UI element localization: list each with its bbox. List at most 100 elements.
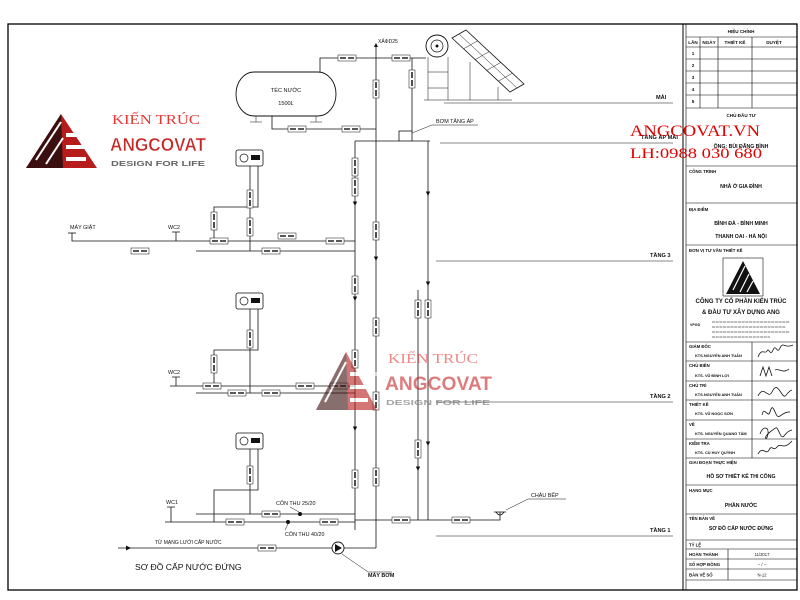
pipe-size-tag bbox=[287, 125, 307, 133]
pipe-size-tag bbox=[261, 510, 281, 518]
flow-arrows bbox=[352, 191, 431, 471]
water-heater-floor-1 bbox=[235, 432, 264, 450]
main-pump: MÁY BƠM bbox=[331, 541, 395, 579]
level-roof: MÁI bbox=[656, 94, 667, 101]
pipe-size-tag bbox=[372, 79, 380, 99]
item-label: HẠNG MỤC bbox=[689, 488, 713, 493]
revision-header: LẦN bbox=[688, 39, 698, 45]
pipe-size-tag bbox=[227, 389, 247, 397]
pipe-size-tag bbox=[351, 177, 359, 197]
pipe-size-tag bbox=[372, 317, 380, 337]
revision-header: NGÀY bbox=[702, 39, 715, 45]
watermark-slogan: DESIGN FOR LIFE bbox=[386, 400, 491, 407]
staff-name: KTS.NGUYỄN ANH TUẤN bbox=[695, 353, 742, 358]
signature bbox=[757, 344, 794, 358]
staff-role: CHỦ TRÌ bbox=[689, 383, 706, 388]
tank-capacity: 1500L bbox=[278, 101, 294, 107]
pipe-size-tag bbox=[424, 299, 432, 319]
signature bbox=[759, 365, 790, 378]
reducer-40-20-label: CÔN THU 40/20 bbox=[285, 531, 324, 538]
staff-name: KTS. VŨ NGỌC SƠN bbox=[695, 411, 733, 416]
pipe-size-tag bbox=[391, 54, 411, 62]
reducer-25-20-label: CÔN THU 25/20 bbox=[276, 500, 315, 507]
scale-label: TỶ LỆ bbox=[689, 543, 701, 548]
pipe-size-tag bbox=[351, 349, 359, 369]
staff-name: KTS.NGUYỄN ANH TUẤN bbox=[695, 392, 742, 397]
water-heater-floor-2 bbox=[235, 292, 264, 310]
wc2-floor2-label: WC2 bbox=[168, 370, 180, 376]
wc2-floor3-label: WC2 bbox=[168, 225, 180, 231]
pipe-size-tag bbox=[209, 237, 229, 245]
reducer-40-20: CÔN THU 40/20 bbox=[284, 520, 324, 538]
pipe-size-tag bbox=[408, 69, 416, 89]
pipe-size-tag bbox=[261, 389, 281, 397]
staff-name: KTS. CÙ HUY QUỲNH bbox=[695, 450, 735, 455]
flow-arrow-icon bbox=[352, 426, 358, 431]
mains-inlet-label: TỪ MẠNG LƯỚI CẤP NƯỚC bbox=[155, 539, 222, 546]
staff-role: GIÁM ĐỐC bbox=[689, 344, 711, 349]
office-label: VPGD bbox=[690, 323, 701, 327]
pipe-size-tag bbox=[261, 247, 281, 255]
signature bbox=[759, 427, 793, 439]
pipe-size-tag bbox=[277, 232, 297, 240]
watermark-brand: ANGCOVAT bbox=[385, 374, 492, 395]
tank-label: TÉC NƯỚC bbox=[271, 87, 301, 94]
kitchen-sink-fixture: CHẬU BẾP bbox=[494, 492, 566, 516]
staff-name: KTS. VŨ ĐÌNH LỢI bbox=[695, 373, 729, 378]
revision-row: 4 bbox=[692, 87, 695, 92]
pipe-size-tag bbox=[341, 125, 361, 133]
contract-label: SỐ HỢP ĐỒNG bbox=[689, 562, 721, 567]
washing-machine-label: MÁY GIẶT bbox=[70, 224, 96, 231]
pipe-size-tag bbox=[414, 299, 422, 319]
revision-row: 1 bbox=[692, 51, 695, 56]
completed-label: HOÀN THÀNH bbox=[689, 552, 718, 557]
owner-value: ÔNG: BÙI ĐĂNG BÌNH bbox=[714, 142, 769, 150]
watermark-line1: KIẾN TRÚC bbox=[388, 350, 478, 367]
flow-arrow-icon bbox=[425, 281, 431, 286]
watermark-slogan: DESIGN FOR LIFE bbox=[111, 161, 206, 168]
signature bbox=[757, 387, 793, 397]
water-heater-floor-3 bbox=[235, 149, 264, 167]
reducer-25-20: CÔN THU 25/20 bbox=[276, 500, 315, 516]
revision-title: HIỆU CHỈNH bbox=[728, 27, 755, 34]
company-logo-icon bbox=[722, 257, 764, 297]
title-block: HIỆU CHỈNH LẦN NGÀY THIẾT KẾ DUYỆT 1 2 3… bbox=[686, 27, 797, 581]
revision-row: 2 bbox=[692, 63, 695, 68]
pipe-size-tag bbox=[351, 275, 359, 295]
item-value: PHẦN NƯỚC bbox=[725, 501, 758, 509]
phase-label: GIAI ĐOẠN THỰC HIỆN bbox=[689, 460, 737, 465]
main-pump-label: MÁY BƠM bbox=[368, 572, 395, 579]
pipe-size-tag bbox=[257, 544, 277, 552]
watermark-brand: ANGCOVAT bbox=[110, 135, 206, 155]
pipe-size-tag bbox=[325, 237, 345, 245]
location-line2: THANH OAI - HÀ NỘI bbox=[715, 232, 767, 240]
flow-arrow-icon bbox=[415, 466, 421, 471]
pipe-size-tag bbox=[246, 217, 254, 237]
flow-arrow-icon bbox=[425, 441, 431, 446]
project-value: NHÀ Ở GIA ĐÌNH bbox=[720, 182, 762, 190]
pipe-size-tag bbox=[414, 439, 422, 459]
pipe-size-tag bbox=[246, 465, 254, 485]
company-address-fine-print bbox=[712, 321, 790, 338]
location-label: ĐỊA ĐIỂM bbox=[689, 207, 709, 212]
flow-arrow-icon bbox=[373, 256, 379, 261]
pipe-size-tag bbox=[246, 329, 254, 349]
staff-role: KIỂM TRA bbox=[689, 441, 710, 446]
pipe-size-tag bbox=[391, 516, 411, 524]
completed-value: 11/2017 bbox=[755, 552, 770, 557]
flow-arrow-icon bbox=[425, 191, 431, 196]
wc2-floor3-fixture: WC2 bbox=[168, 225, 180, 241]
revision-row: 3 bbox=[692, 75, 695, 80]
pipe-size-tag bbox=[246, 189, 254, 209]
revision-row: 5 bbox=[692, 99, 695, 104]
staff-signatures: GIÁM ĐỐC KTS.NGUYỄN ANH TUẤN CHỦ BIÊN KT… bbox=[689, 344, 794, 455]
staff-role: THIẾT KẾ bbox=[689, 402, 709, 407]
sheet-number-label: BẢN VẼ SỐ bbox=[689, 573, 713, 578]
pipe-size-tag bbox=[351, 157, 359, 177]
level-floor-2: TẦNG 2 bbox=[650, 393, 671, 400]
contact-overlay: ANGCOVAT.VN LH:0988 030 680 bbox=[630, 123, 762, 162]
signature bbox=[761, 407, 791, 417]
flow-arrow-icon bbox=[352, 201, 358, 206]
flow-arrow-icon bbox=[352, 296, 358, 301]
